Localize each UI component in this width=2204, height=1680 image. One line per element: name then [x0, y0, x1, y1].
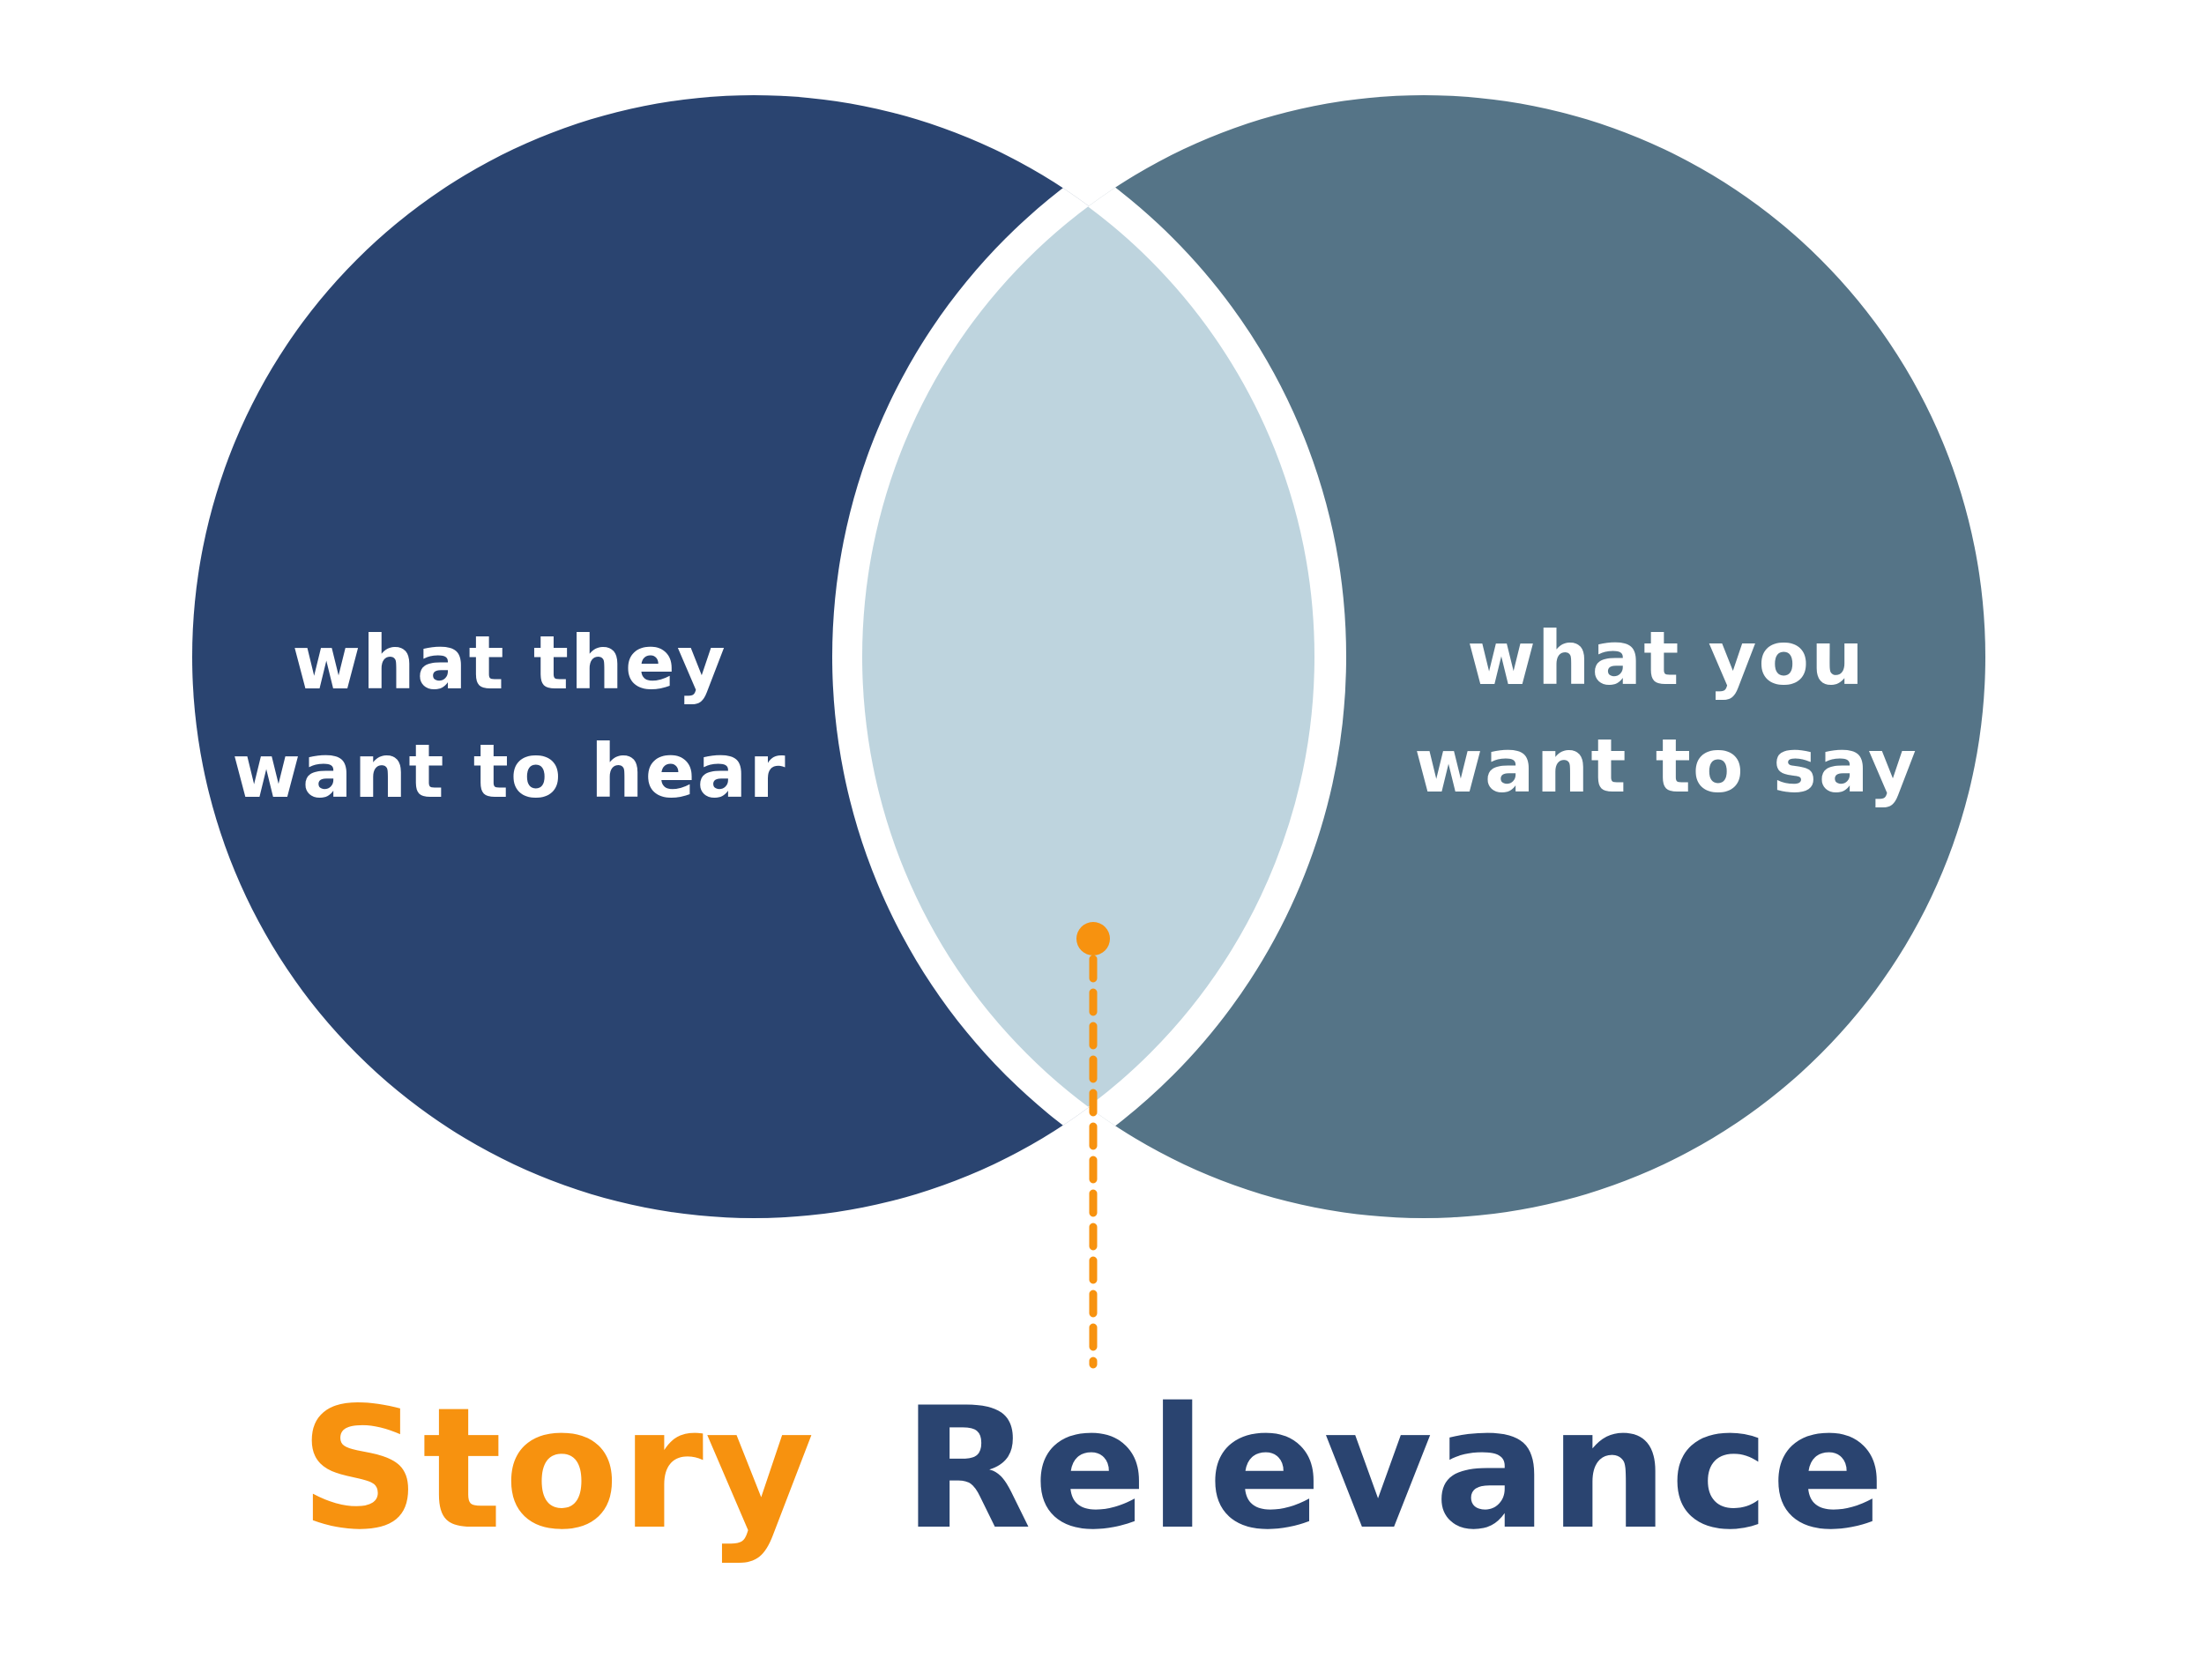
- pointer-dot: [1076, 922, 1110, 955]
- title-word-relevance: Relevance: [903, 1372, 1887, 1566]
- story-relevance-title: Story Relevance: [300, 1372, 1887, 1566]
- title-word-story: Story: [300, 1372, 816, 1566]
- right-circle-line1: what you: [1467, 615, 1865, 702]
- left-circle-line1: what they: [292, 620, 726, 706]
- overlap-region: [862, 95, 1315, 1218]
- overlap-inner-edge: [862, 95, 1346, 1218]
- right-circle-line2: want to say: [1414, 723, 1917, 809]
- left-circle-line2: want to hear: [232, 728, 786, 814]
